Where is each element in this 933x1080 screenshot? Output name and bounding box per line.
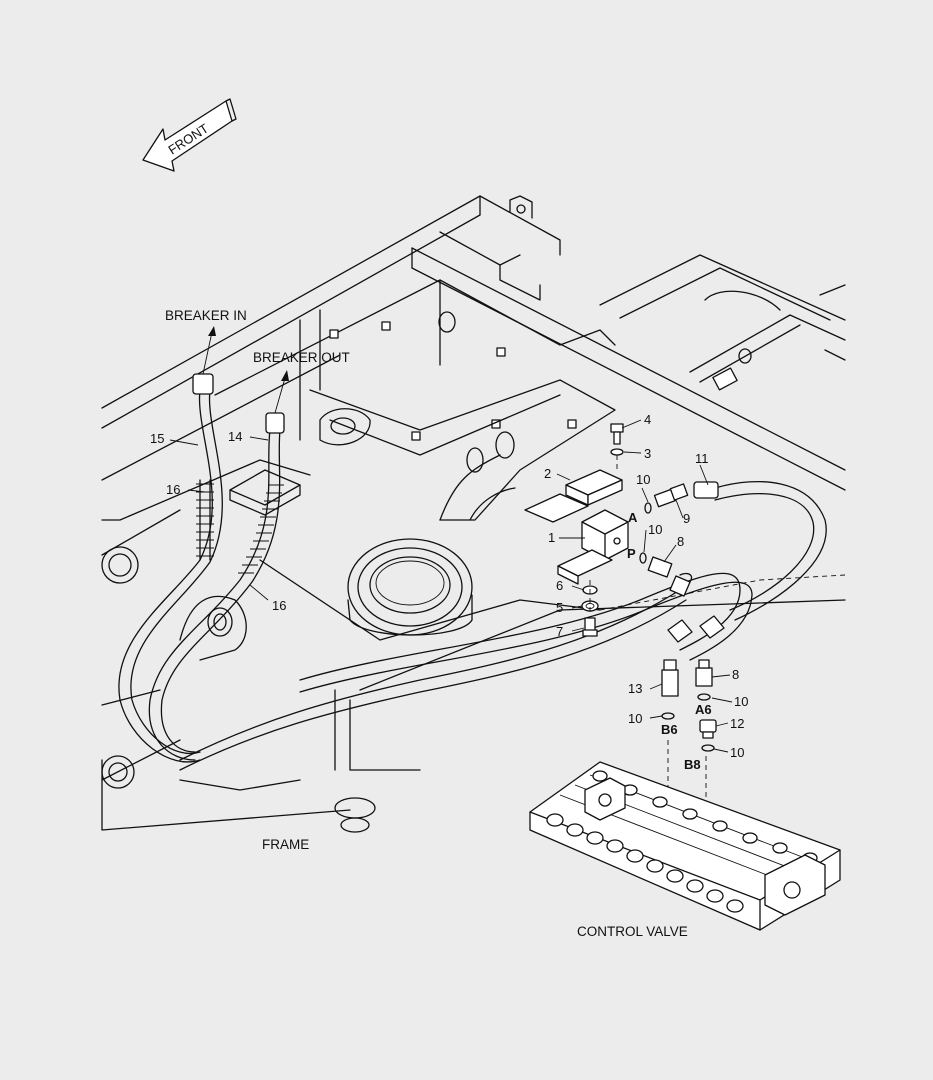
leader-lines [169, 419, 733, 753]
hose-assembly-15 [118, 326, 223, 763]
part-number-2: 2 [544, 466, 551, 481]
part-number-8-b: 8 [732, 667, 739, 682]
control-valve [529, 761, 841, 931]
part-number-11: 11 [695, 451, 709, 466]
oring-10-b8 [701, 744, 715, 752]
part-number-15: 15 [150, 431, 164, 446]
oring-10-b6 [661, 712, 675, 720]
hose-11 [693, 480, 827, 621]
hose-assembly-14 [148, 370, 289, 761]
oring-10-p [639, 552, 647, 564]
caption-breaker-in: BREAKER IN [165, 308, 247, 323]
plug-12 [699, 719, 717, 739]
oring-10-a6 [697, 693, 711, 701]
part-number-13: 13 [628, 681, 642, 696]
bolt-4 [610, 423, 624, 445]
caption-frame: FRAME [262, 837, 309, 852]
part-number-10-a: 10 [636, 472, 650, 487]
adapter-13 [661, 659, 679, 697]
part-number-16-a: 16 [166, 482, 180, 497]
block-1 [581, 509, 629, 561]
adapter-8-lower [695, 659, 713, 687]
hose-fitting-breaker-in [192, 373, 214, 395]
part-number-9: 9 [683, 511, 690, 526]
part-number-3: 3 [644, 446, 651, 461]
port-label-b8: B8 [684, 757, 701, 772]
part-number-10-c: 10 [734, 694, 748, 709]
plate-2 [565, 469, 623, 506]
caption-breaker-out: BREAKER OUT [253, 350, 350, 365]
part-number-6: 6 [556, 578, 563, 593]
part-number-10-b: 10 [648, 522, 662, 537]
front-arrow-icon: FRONT [142, 98, 237, 172]
part-number-7: 7 [556, 624, 563, 639]
caption-control-valve: CONTROL VALVE [577, 924, 688, 939]
washer-3 [610, 448, 624, 456]
adapter-9 [653, 483, 689, 508]
part-number-4: 4 [644, 412, 651, 427]
bracket-plate [524, 493, 613, 585]
part-number-16-b: 16 [272, 598, 286, 613]
part-number-10-d: 10 [628, 711, 642, 726]
part-number-8-a: 8 [677, 534, 684, 549]
part-number-1: 1 [548, 530, 555, 545]
hose-fitting-breaker-out [265, 412, 285, 434]
elbow-fittings [667, 575, 725, 643]
adapter-8-upper [647, 556, 673, 578]
bolt-7 [582, 617, 598, 637]
part-number-12: 12 [730, 716, 744, 731]
port-label-a: A [628, 510, 638, 525]
port-label-b6: B6 [661, 722, 678, 737]
port-label-p: P [627, 546, 636, 561]
valve-end-cap [764, 854, 826, 916]
part-number-14: 14 [228, 429, 242, 444]
frame-structure [101, 195, 846, 833]
part-number-5: 5 [556, 600, 563, 615]
port-label-a6: A6 [695, 702, 712, 717]
oring-10-a [644, 502, 652, 514]
part-number-10-e: 10 [730, 745, 744, 760]
